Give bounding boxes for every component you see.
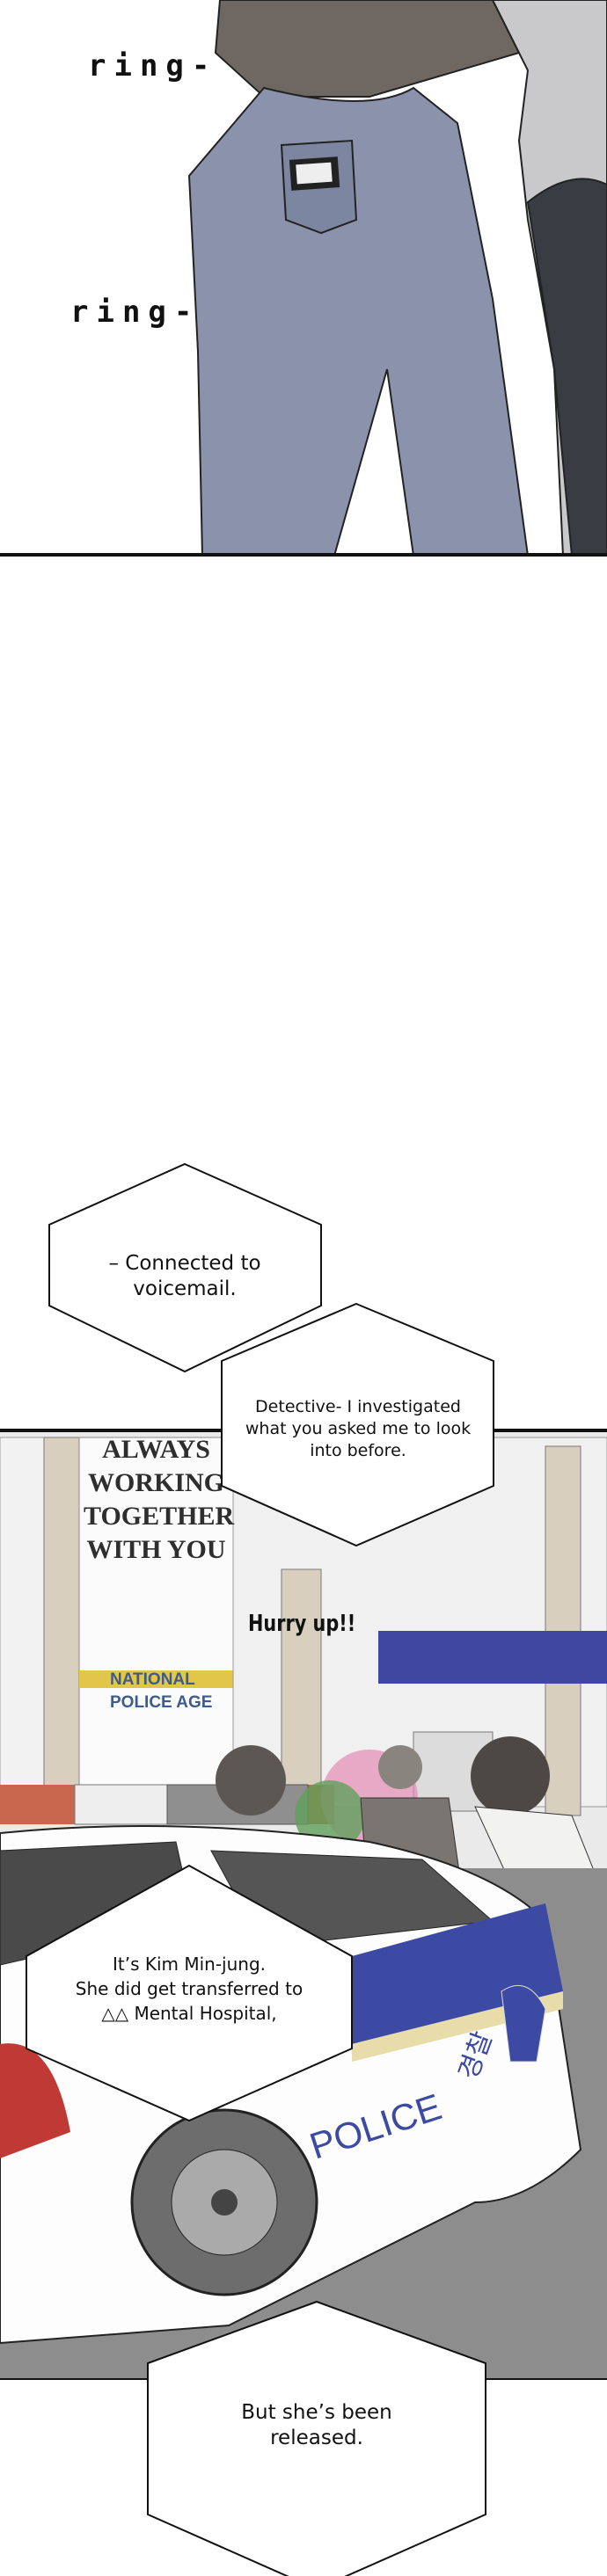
panel-police-car xyxy=(0,1429,607,2380)
bubble-text-4: But she’s been released. xyxy=(158,2400,475,2451)
hurry-up-shout: Hurry up!! xyxy=(248,1611,356,1637)
banner-line: ALWAYS xyxy=(102,1435,210,1464)
bubble-text-1: – Connected to voicemail. xyxy=(62,1251,308,1302)
bubble-line: into before. xyxy=(310,1441,406,1460)
banner-line: WORKING xyxy=(87,1468,224,1497)
bubble-line: But she’s been xyxy=(241,2401,392,2424)
bubble-line: △△ Mental Hospital, xyxy=(101,2003,277,2024)
panel-jeans-phone xyxy=(0,0,607,557)
banner-line: TOGETHER xyxy=(84,1502,235,1531)
bubble-line: It’s Kim Min-jung. xyxy=(112,1954,267,1975)
banner-agency-line: NATIONAL xyxy=(110,1670,195,1689)
bubble-line: released. xyxy=(270,2427,363,2449)
banner-slogan: ALWAYS WORKING TOGETHER WITH YOU xyxy=(84,1433,235,1567)
bubble-text-2: Detective- I investigated what you asked… xyxy=(230,1396,486,1462)
bubble-text-3: It’s Kim Min-jung. She did get transferr… xyxy=(35,1952,343,2026)
banner-line: WITH YOU xyxy=(86,1535,226,1564)
speech-bubble-3 xyxy=(26,1864,353,2122)
bubble-line: Detective- I investigated xyxy=(255,1397,461,1416)
bubble-line: – Connected to xyxy=(108,1252,261,1275)
ring-sfx: ring- xyxy=(88,48,218,84)
bubble-line: She did get transferred to xyxy=(75,1978,304,1999)
speech-bubble-1 xyxy=(48,1162,322,1373)
speech-bubble-2 xyxy=(221,1302,494,1547)
speech-bubble-4 xyxy=(147,2300,486,2576)
banner-agency-line: POLICE AGE xyxy=(110,1693,213,1712)
bubble-line: voicemail. xyxy=(133,1277,237,1300)
banner-agency: NATIONAL POLICE AGE xyxy=(110,1669,212,1714)
bubble-line: what you asked me to look xyxy=(245,1419,472,1438)
ring-sfx: ring- xyxy=(70,295,201,330)
